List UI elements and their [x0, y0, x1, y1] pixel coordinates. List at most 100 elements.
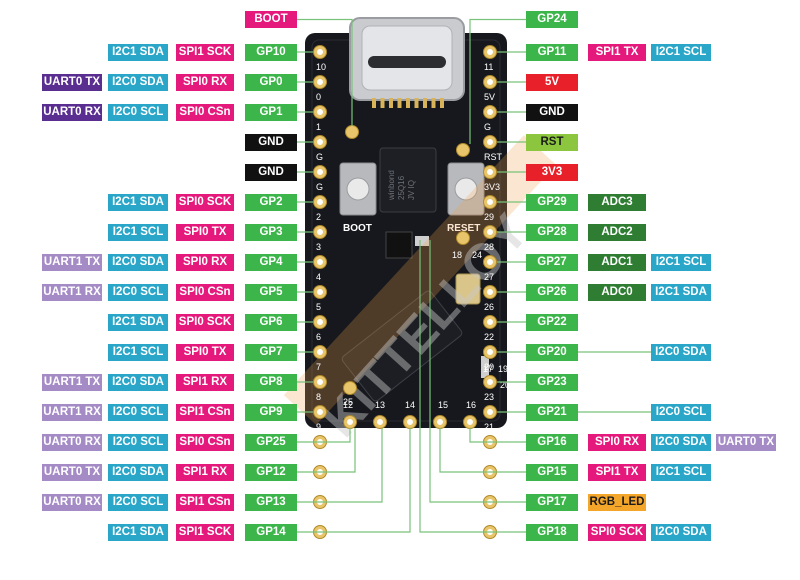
pin-label-left: GP10 [245, 43, 297, 61]
pin-label-right: GP23 [526, 373, 578, 391]
pin-silk: 5V [484, 92, 495, 102]
crystal [455, 273, 481, 305]
pin-label-left: GP13 [245, 493, 297, 511]
rgb-led [481, 356, 489, 378]
pin-label-left: I2C1 SCL [108, 223, 168, 241]
usb-c-contact [389, 98, 393, 108]
pin-silk: 10 [316, 62, 326, 72]
connector-line [297, 428, 351, 443]
pin-label-left: I2C0 SCL [108, 433, 168, 451]
pin-hole [347, 419, 353, 425]
pin-label-left: SPI0 TX [176, 223, 234, 241]
connector-line [439, 428, 526, 473]
pin-silk: 3 [316, 242, 321, 252]
pin-label-right: GP26 [526, 283, 578, 301]
pin-label-right: I2C1 SDA [651, 283, 711, 301]
pin-label-left: GP5 [245, 283, 297, 301]
pin-label-left: I2C0 SCL [108, 103, 168, 121]
pin-hole [487, 289, 493, 295]
pin-silk: 8 [316, 392, 321, 402]
pin-hole [487, 319, 493, 325]
pin-silk: G [484, 122, 491, 132]
test-pad-25 [343, 381, 357, 395]
gp24-test-pad [456, 143, 470, 157]
pin-label-right: SPI1 TX [588, 463, 646, 481]
pin-label-left: UART1 RX [42, 283, 102, 301]
pin-label-left: GND [245, 163, 297, 181]
pin-hole [317, 169, 323, 175]
pin-label-left: SPI1 CSn [176, 493, 234, 511]
pin-hole [487, 259, 493, 265]
pin-silk: G [316, 152, 323, 162]
pin-label-left: GP0 [245, 73, 297, 91]
inner-silk: 18 [452, 250, 462, 260]
connector-line [469, 428, 526, 443]
pin-label-left: GP12 [245, 463, 297, 481]
pin-hole [487, 199, 493, 205]
pin-silk: 9 [316, 422, 321, 432]
pin-label-left: SPI0 CSn [176, 433, 234, 451]
pin-hole [487, 379, 493, 385]
pin-label-left: SPI1 CSn [176, 403, 234, 421]
voltage-regulator [385, 231, 413, 259]
usb-c-contact [431, 98, 436, 108]
pin-label-right: GP28 [526, 223, 578, 241]
pin-label-left: I2C0 SCL [108, 403, 168, 421]
pin-label-right: GP27 [526, 253, 578, 271]
pin-label-right: GP18 [526, 523, 578, 541]
connector-line [297, 18, 353, 126]
pin-label-right: GND [526, 103, 578, 121]
pin-label-left: I2C0 SCL [108, 493, 168, 511]
pin-silk: 6 [316, 332, 321, 342]
reset-button-cap [454, 177, 478, 201]
pin-label-right: I2C0 SDA [651, 343, 711, 361]
pin-label-left: I2C1 SDA [108, 523, 168, 541]
pin-label-right: I2C1 SCL [651, 253, 711, 271]
pin-label-left: UART1 TX [42, 253, 102, 271]
usb-c-contact [372, 98, 376, 108]
pin-label-right: SPI0 SCK [588, 523, 646, 541]
pin-label-right: ADC2 [588, 223, 646, 241]
pin-label-left: GP1 [245, 103, 297, 121]
pin-silk: 1 [316, 122, 321, 132]
pin-silk: 22 [484, 332, 494, 342]
pin-silk: 29 [484, 212, 494, 222]
inner-silk: 17 [483, 364, 493, 374]
pin-silk: 13 [375, 400, 385, 410]
pin-label-left: SPI1 SCK [176, 43, 234, 61]
pin-silk: 15 [438, 400, 448, 410]
pin-silk: 0 [316, 92, 321, 102]
pin-label-left: GP2 [245, 193, 297, 211]
pin-label-left: I2C0 SDA [108, 253, 168, 271]
pin-label-right: GP16 [526, 433, 578, 451]
pin-label-left: SPI1 RX [176, 463, 234, 481]
pin-silk: 16 [466, 400, 476, 410]
pin-silk: 2 [316, 212, 321, 222]
pin-label-left: GP8 [245, 373, 297, 391]
pin-label-left: SPI0 TX [176, 343, 234, 361]
connector-line [469, 18, 526, 144]
pin-label-left: UART0 TX [42, 463, 102, 481]
pin-label-left: UART1 TX [42, 373, 102, 391]
usb-c-port [368, 56, 446, 68]
pin-label-left: GP9 [245, 403, 297, 421]
pin-silk: 12 [343, 400, 353, 410]
inner-silk: 19 [498, 364, 508, 374]
pin-label-left: I2C1 SDA [108, 313, 168, 331]
pin-hole [317, 199, 323, 205]
pin-hole [487, 49, 493, 55]
pin-label-right: I2C0 SCL [651, 403, 711, 421]
usb-c-contact [380, 98, 385, 108]
pin-hole [317, 409, 323, 415]
pin-hole [317, 229, 323, 235]
connector-line [419, 240, 526, 533]
pin-silk: 25 [343, 397, 353, 407]
test-pad-24 [456, 231, 470, 245]
pin-label-left: GP4 [245, 253, 297, 271]
pin-label-right: ADC3 [588, 193, 646, 211]
pin-label-right: I2C1 SCL [651, 463, 711, 481]
pin-hole [487, 139, 493, 145]
pin-label-left: SPI1 RX [176, 373, 234, 391]
